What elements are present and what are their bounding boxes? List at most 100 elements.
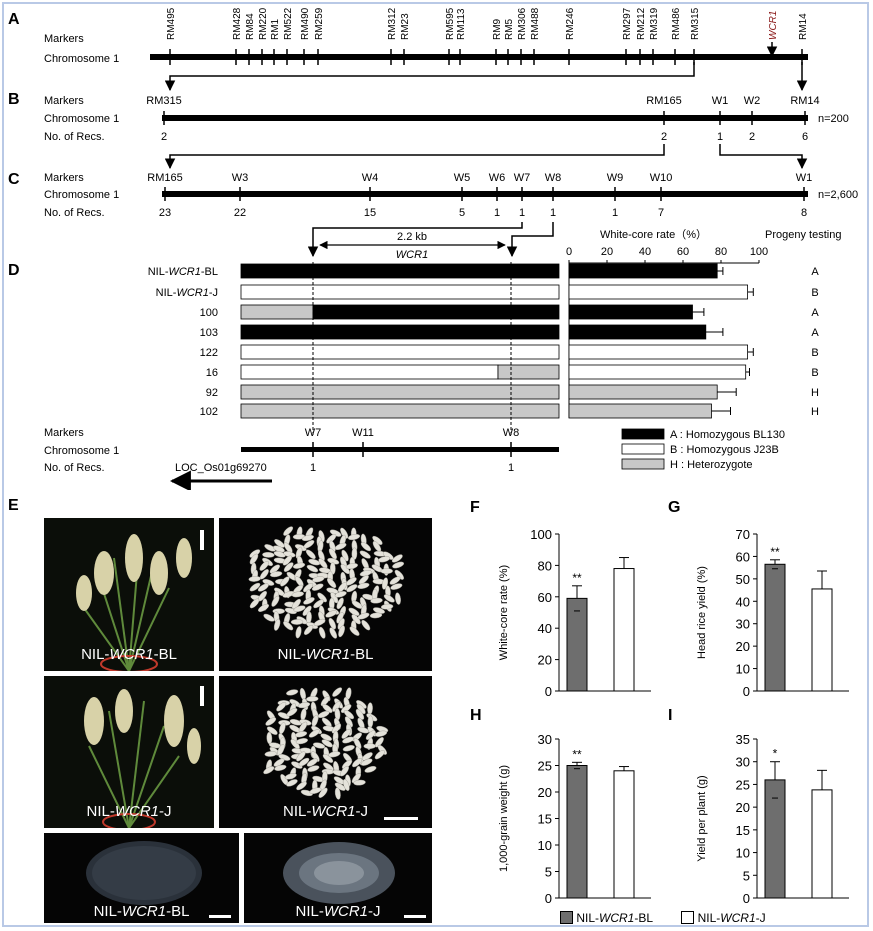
bar xyxy=(613,770,635,899)
row-label-recs: No. of Recs. xyxy=(44,131,105,143)
rice-grain xyxy=(269,564,280,574)
y-axis-label: Head rice yield (%) xyxy=(696,566,708,659)
marker-label: RM312 xyxy=(387,7,398,40)
recombinant-count: 22 xyxy=(234,207,246,219)
gene-name: WCR1 xyxy=(396,249,428,261)
row-label-chromosome: Chromosome 1 xyxy=(44,445,119,457)
marker-label: RM315 xyxy=(146,95,181,107)
marker-label: WCR1 xyxy=(768,11,779,40)
rice-grain xyxy=(391,554,403,563)
rice-grain xyxy=(365,730,376,740)
recombinant-count: 8 xyxy=(801,207,807,219)
rice-grain xyxy=(342,745,355,752)
row-label-markers: Markers xyxy=(44,33,84,45)
scale-bar xyxy=(404,915,426,918)
panel-e-label: E xyxy=(8,497,19,514)
bar xyxy=(764,563,786,692)
genotype-segment xyxy=(240,284,560,300)
y-tick-label: 0 xyxy=(545,891,552,906)
rice-grain xyxy=(334,591,347,598)
rice-grain xyxy=(390,583,403,590)
panel-label: G xyxy=(668,499,680,516)
photo-caption: NIL-WCR1-BL xyxy=(81,646,177,663)
significance-mark: ** xyxy=(770,545,780,559)
y-tick-label: 10 xyxy=(736,846,750,861)
marker-label: RM486 xyxy=(671,7,682,40)
marker-label: W2 xyxy=(744,95,761,107)
white-core-bar xyxy=(568,324,707,340)
rice-grain xyxy=(326,534,337,544)
white-core-bar xyxy=(568,344,749,360)
marker-label: W4 xyxy=(362,172,379,184)
rice-grain xyxy=(283,526,294,536)
axis-tick-label: 40 xyxy=(639,246,651,258)
rice-grain xyxy=(337,618,345,630)
recombinant-count: 23 xyxy=(159,207,171,219)
chromosome-bar xyxy=(241,447,559,452)
progeny-genotype: H xyxy=(811,387,819,399)
white-core-bar xyxy=(568,384,718,400)
marker-label: W1 xyxy=(712,95,729,107)
rice-grain xyxy=(353,779,366,786)
white-core-bar xyxy=(568,364,747,380)
rice-grain xyxy=(370,597,383,604)
rice-grain xyxy=(328,617,336,630)
photo-caption: NIL-WCR1-BL xyxy=(93,903,190,920)
legend-label: B : Homozygous J23B xyxy=(670,444,779,456)
rice-grain xyxy=(318,787,328,798)
grain-section-j: NIL-WCR1-J xyxy=(244,833,432,923)
rice-grain xyxy=(325,610,337,618)
rice-grain xyxy=(294,731,308,738)
rice-grain xyxy=(257,603,270,612)
rice-grain xyxy=(313,618,326,627)
marker-label: RM23 xyxy=(400,13,411,40)
connector-arrow xyxy=(506,222,554,258)
row-label-markers: Markers xyxy=(44,172,84,184)
rice-grain xyxy=(380,568,393,574)
rice-grain xyxy=(286,779,298,787)
line-name: 100 xyxy=(200,307,218,319)
rice-grain xyxy=(337,582,347,593)
rice-grain xyxy=(296,751,306,762)
photo-caption: NIL-WCR1-J xyxy=(86,803,172,820)
photo-caption: NIL-WCR1-J xyxy=(282,803,368,820)
marker-label: RM165 xyxy=(646,95,681,107)
axis-title: White-core rate（%） xyxy=(600,228,707,241)
y-tick-label: 40 xyxy=(538,621,552,636)
recombinant-count: 7 xyxy=(658,207,664,219)
rice-grain xyxy=(286,689,299,696)
recombinant-count: 15 xyxy=(364,207,376,219)
population-size: n=200 xyxy=(818,113,849,125)
rice-grain xyxy=(348,607,360,616)
marker-label: W7 xyxy=(514,172,531,184)
y-tick-label: 5 xyxy=(743,868,750,883)
rice-grain xyxy=(303,597,315,605)
recombinant-count: 2 xyxy=(161,131,167,143)
legend-swatch xyxy=(560,911,573,924)
rice-grain xyxy=(329,627,338,639)
rice-grain xyxy=(282,555,293,566)
panel-label: H xyxy=(470,707,482,724)
panel-label: A xyxy=(8,11,20,28)
rice-plant-illustration xyxy=(44,518,214,671)
rice-grain xyxy=(331,723,342,734)
recombinant-count: 2 xyxy=(661,131,667,143)
row-label-chromosome: Chromosome 1 xyxy=(44,113,119,125)
rice-grain xyxy=(291,761,303,769)
rice-grain xyxy=(342,736,355,744)
connector-arrow xyxy=(164,62,695,92)
rice-grain xyxy=(265,717,277,726)
panel-label: I xyxy=(668,707,672,724)
rice-grain xyxy=(284,773,297,780)
connector-arrow xyxy=(164,144,665,170)
marker-label: W8 xyxy=(545,172,562,184)
rice-grain xyxy=(309,787,322,794)
line-name: 16 xyxy=(206,367,218,379)
row-label-markers: Markers xyxy=(44,427,84,439)
rice-grain xyxy=(349,626,360,636)
rice-grain xyxy=(355,709,365,720)
significance-mark: ** xyxy=(572,747,582,761)
marker-label: W10 xyxy=(650,172,673,184)
rice-grain xyxy=(357,582,370,589)
